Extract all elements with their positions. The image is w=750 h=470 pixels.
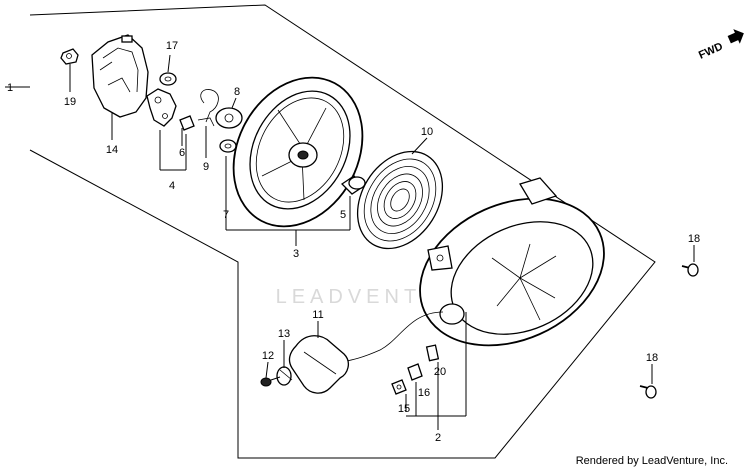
callout-18-lower: 18 — [646, 352, 658, 364]
callout-14: 14 — [106, 144, 118, 156]
callout-16: 16 — [418, 387, 430, 399]
part-12-knot-pin — [260, 376, 281, 387]
case-ribs — [491, 243, 557, 321]
callout-15: 15 — [398, 403, 410, 415]
callout-17: 17 — [166, 40, 178, 52]
callout-10: 10 — [421, 126, 433, 138]
callout-13: 13 — [278, 328, 290, 340]
callout-2: 2 — [435, 432, 441, 444]
part-18-bolt-upper — [681, 263, 699, 277]
part-8-friction-plate — [215, 107, 243, 129]
callouts: 1 2 3 4 5 6 7 8 9 10 11 12 13 14 15 16 1… — [7, 40, 700, 444]
callout-19: 19 — [64, 96, 76, 108]
callout-7: 7 — [223, 209, 229, 221]
part-4-ratchet-assembly — [146, 88, 195, 171]
part-17-washer — [159, 72, 177, 86]
part-20-pin — [425, 344, 440, 362]
callout-4: 4 — [169, 180, 175, 192]
forward-arrow-icon: FWD — [697, 29, 744, 62]
part-9-spring — [197, 89, 219, 127]
part-15-nut — [391, 379, 407, 395]
callout-5: 5 — [340, 209, 346, 221]
part-10-recoil-spring — [356, 150, 444, 250]
leader-lines — [69, 54, 695, 430]
part-3-reel-pulley — [232, 76, 364, 228]
callout-18-upper: 18 — [688, 233, 700, 245]
part-2-starter-case — [419, 177, 605, 347]
callout-11: 11 — [312, 309, 323, 321]
part-11-starter-handle — [288, 335, 350, 394]
callout-3: 3 — [293, 248, 299, 260]
callout-20: 20 — [434, 366, 446, 378]
fwd-label: FWD — [697, 41, 725, 62]
footer-credit: Rendered by LeadVenture, Inc. — [576, 455, 728, 467]
part-18-bolt-lower — [639, 385, 657, 399]
part-16-collar — [407, 363, 423, 381]
callout-6: 6 — [179, 147, 185, 159]
part-5-bushing — [340, 175, 366, 195]
callout-12: 12 — [262, 350, 274, 362]
part-7-collar — [219, 139, 237, 153]
part-13-rope-insert — [276, 366, 293, 386]
callout-9: 9 — [203, 161, 209, 173]
part-14-cover-plate — [91, 34, 149, 118]
part-19-nut — [60, 48, 79, 65]
starter-rope — [341, 311, 444, 363]
callout-1: 1 — [7, 82, 13, 94]
assembly-frame — [5, 4, 656, 459]
callout-8: 8 — [234, 86, 240, 98]
